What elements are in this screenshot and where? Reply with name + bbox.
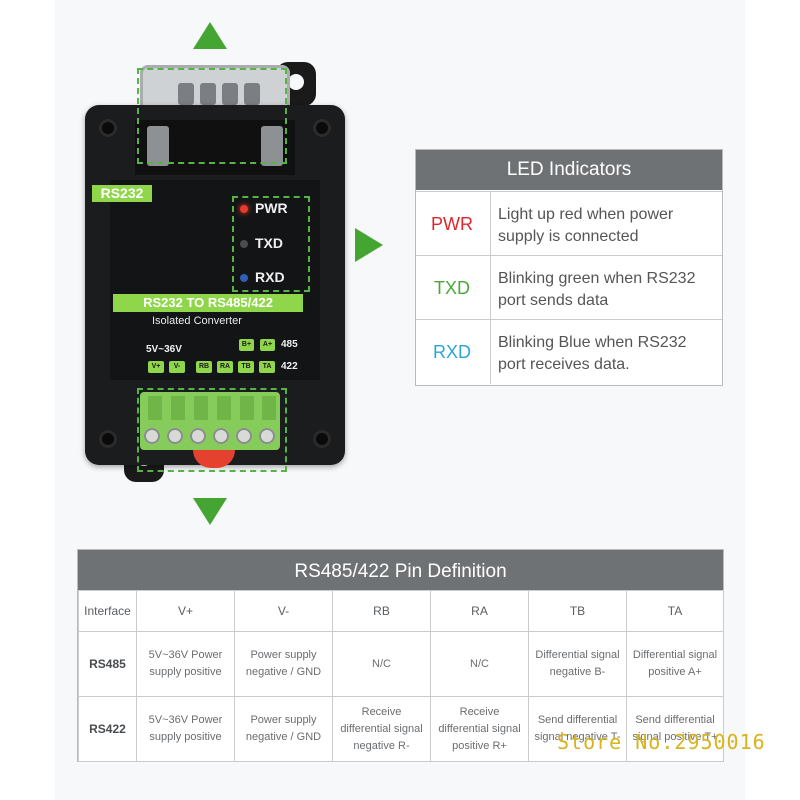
device-enclosure — [85, 105, 345, 465]
label-485: 485 — [281, 339, 298, 350]
column-header: V+ — [136, 590, 235, 632]
arrow-right-icon — [355, 228, 383, 262]
led-row-rxd: RXD Blinking Blue when RS232 port receiv… — [416, 319, 722, 384]
column-header: V- — [234, 590, 333, 632]
led-name-txd: TXD — [434, 278, 470, 298]
rs232-label: RS232 — [92, 185, 152, 202]
txd-led-label: TXD — [255, 235, 283, 251]
store-watermark: Store No.2950016 — [557, 730, 766, 754]
pin-chip-v-plus: V+ — [148, 361, 164, 373]
terminal-highlight — [137, 388, 287, 472]
label-422: 422 — [281, 361, 298, 372]
interface-cell: RS422 — [78, 696, 137, 762]
power-range-label: 5V~36V — [146, 344, 182, 355]
column-header: Interface — [78, 590, 137, 632]
table-cell: N/C — [430, 631, 529, 697]
led-row-txd: TXD Blinking green when RS232 port sends… — [416, 255, 722, 320]
column-header: RB — [332, 590, 431, 632]
terminal-block — [140, 392, 280, 450]
led-area-highlight — [232, 196, 310, 292]
rail-clip — [193, 450, 235, 468]
rxd-led-label: RXD — [255, 269, 285, 285]
led-name-rxd: RXD — [432, 342, 471, 362]
table-cell: N/C — [332, 631, 431, 697]
led-desc-rxd: Blinking Blue when RS232 port receives d… — [490, 320, 718, 384]
interface-cell: RS485 — [78, 631, 137, 697]
table-row: RS422 5V~36V Power supply positive Power… — [78, 696, 724, 762]
arrow-up-icon — [193, 22, 227, 49]
column-header: TB — [528, 590, 627, 632]
column-header: TA — [626, 590, 724, 632]
pwr-led-icon — [240, 205, 248, 213]
pin-chip-ra: RA — [217, 361, 233, 373]
led-name-pwr: PWR — [431, 214, 473, 234]
table-header-row: Interface V+ V- RB RA TB TA — [78, 590, 724, 632]
pin-chip-b-plus: B+ — [239, 339, 254, 351]
table-cell: Send differential signal negative T- — [528, 696, 627, 762]
pin-chip-ta: TA — [259, 361, 275, 373]
table-cell: Differential signal positive A+ — [626, 631, 724, 697]
table-cell: Send differential signal positive T+ — [626, 696, 724, 762]
led-row-pwr: PWR Light up red when power supply is co… — [416, 191, 722, 256]
led-indicators-title: LED Indicators — [416, 150, 722, 190]
pin-grid: Interface V+ V- RB RA TB TA RS485 5V~36V… — [78, 590, 724, 762]
table-row: RS485 5V~36V Power supply positive Power… — [78, 631, 724, 697]
led-desc-pwr: Light up red when power supply is connec… — [490, 192, 718, 256]
txd-led-icon — [240, 240, 248, 248]
column-header: RA — [430, 590, 529, 632]
model-subtitle: Isolated Converter — [152, 315, 242, 327]
table-cell: Differential signal negative B- — [528, 631, 627, 697]
pwr-led-label: PWR — [255, 200, 288, 216]
pin-definition-table: RS485/422 Pin Definition Interface V+ V-… — [77, 549, 724, 762]
table-cell: Receive differential signal positive R+ — [430, 696, 529, 762]
led-desc-txd: Blinking green when RS232 port sends dat… — [490, 256, 718, 320]
arrow-down-icon — [193, 498, 227, 525]
table-cell: Power supply negative / GND — [234, 631, 333, 697]
rxd-led-icon — [240, 274, 248, 282]
pin-chip-a-plus: A+ — [260, 339, 275, 351]
pin-chip-rb: RB — [196, 361, 212, 373]
table-cell: 5V~36V Power supply positive — [136, 696, 235, 762]
table-cell: 5V~36V Power supply positive — [136, 631, 235, 697]
led-indicators-table: LED Indicators PWR Light up red when pow… — [415, 149, 723, 386]
rs232-port-highlight — [137, 68, 287, 164]
pin-chip-v-minus: V- — [169, 361, 185, 373]
pin-definition-title: RS485/422 Pin Definition — [78, 550, 723, 590]
table-cell: Power supply negative / GND — [234, 696, 333, 762]
pin-chip-tb: TB — [238, 361, 254, 373]
table-cell: Receive differential signal negative R- — [332, 696, 431, 762]
model-title-label: RS232 TO RS485/422 — [113, 294, 303, 312]
